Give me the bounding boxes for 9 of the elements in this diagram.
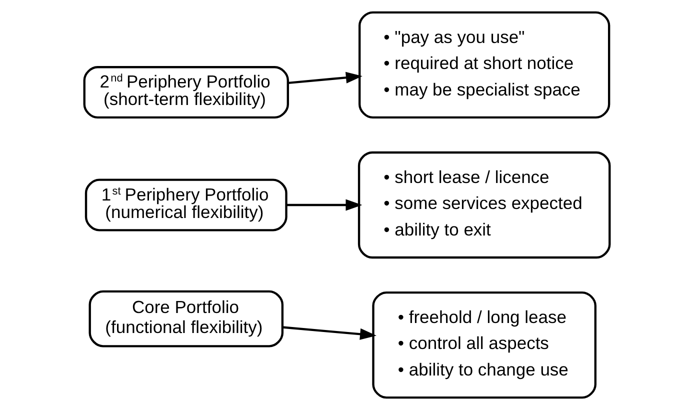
node-box: 1$^{st}$ Periphery Portfolio (numerical flexibility) <box>84 178 287 232</box>
node-box: • short lease / licence • some services expected • ability to exit <box>357 151 610 259</box>
arrow <box>286 199 362 211</box>
arrow <box>288 72 362 84</box>
arrow <box>282 326 376 340</box>
node-box: • "pay as you use" • required at short notice • may be specialist space <box>358 11 610 119</box>
node-box: • freehold / long lease • control all aspects • ability to change use <box>372 291 596 399</box>
node-box: 2$^{nd}$ Periphery Portfolio (short-term flexibility) <box>82 66 288 119</box>
node-box: Core Portfolio (functional flexibility) <box>88 290 284 348</box>
